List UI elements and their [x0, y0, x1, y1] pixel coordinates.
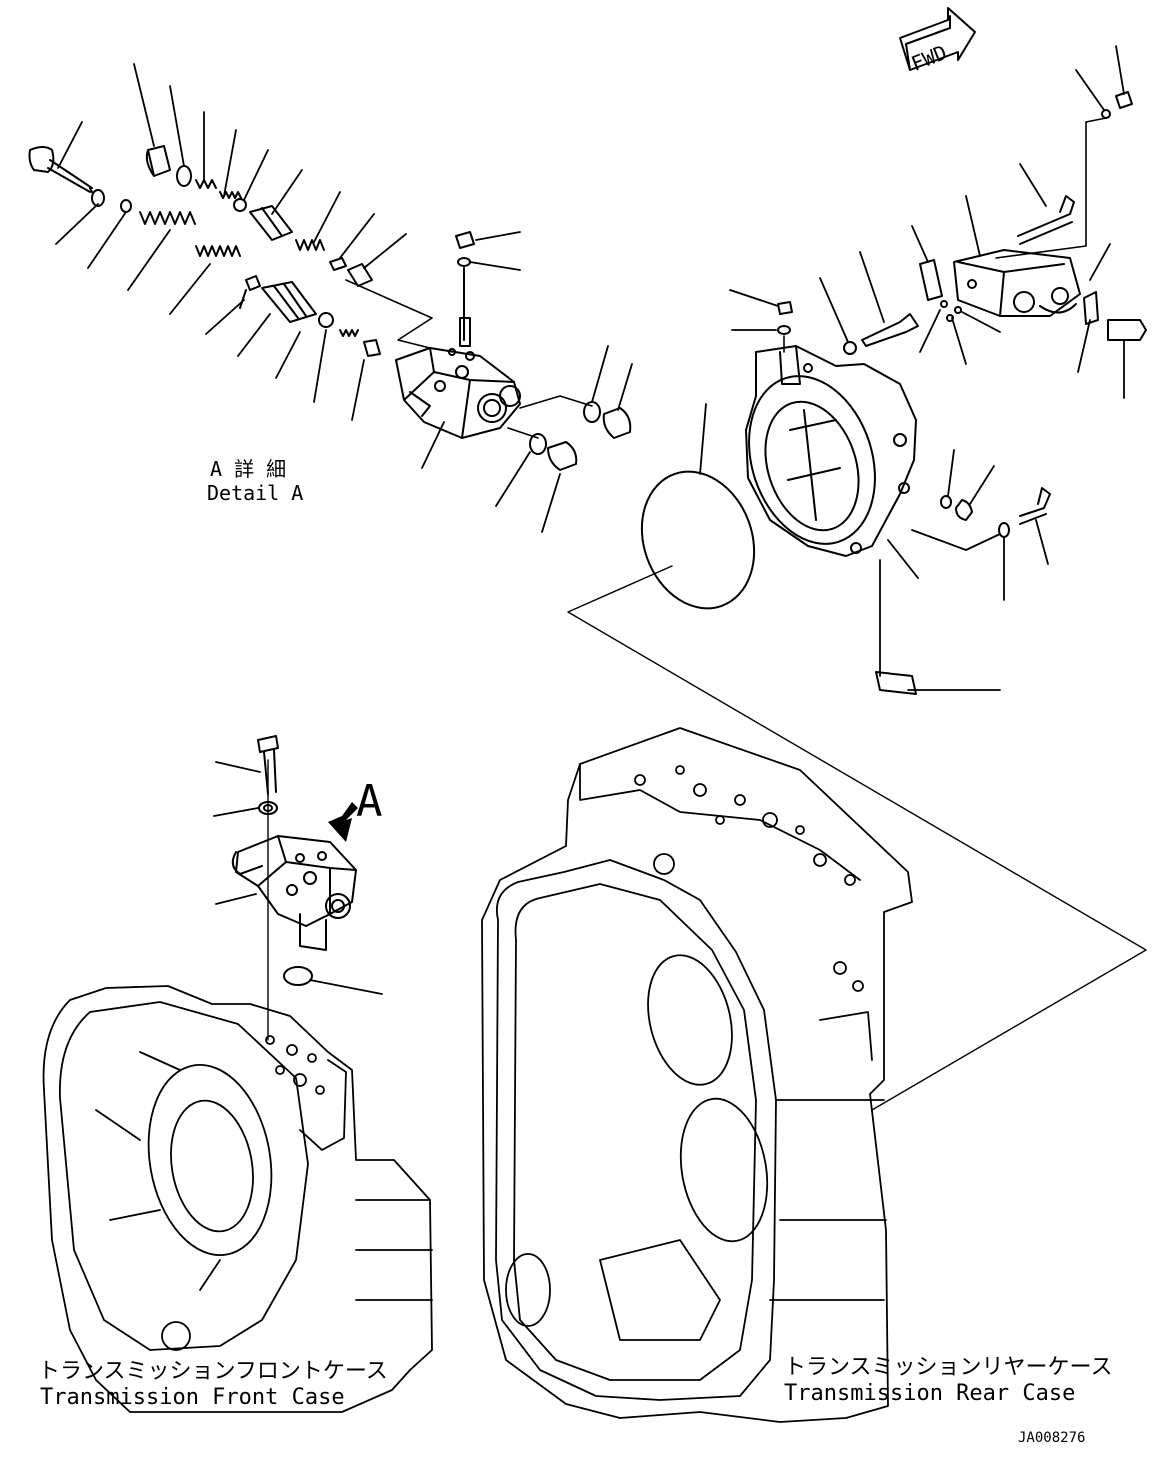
bolt-icon	[1019, 487, 1051, 525]
front-case-label-jp: トランスミッションフロントケース	[38, 1359, 388, 1384]
detail-label-jp: A 詳 細	[210, 457, 286, 481]
bolt-icon	[1017, 195, 1075, 245]
front-case-label-en: Transmission Front Case	[40, 1385, 345, 1410]
rear-case-cover	[640, 345, 917, 610]
transmission-rear-case	[481, 727, 913, 1423]
valve-body-detail	[395, 347, 521, 439]
view-arrow-icon	[328, 802, 358, 842]
leader-lines	[55, 63, 445, 469]
drawing-number: JA008276	[1018, 1430, 1085, 1446]
front-valve-assembly	[231, 735, 357, 986]
bolt-icon	[1107, 319, 1147, 341]
detail-label-en: Detail A	[207, 481, 303, 505]
fwd-label: FWD	[908, 40, 950, 76]
transmission-front-case	[42, 985, 433, 1413]
solenoid-valve	[953, 249, 1081, 317]
bolt-icon	[861, 313, 919, 347]
plug-icon	[455, 231, 475, 249]
rear-case-label-en: Transmission Rear Case	[784, 1381, 1075, 1406]
fwd-arrow-icon	[899, 7, 976, 71]
view-letter-a: A	[356, 776, 383, 827]
rear-case-label-jp: トランスミッションリヤーケース	[784, 1355, 1112, 1380]
